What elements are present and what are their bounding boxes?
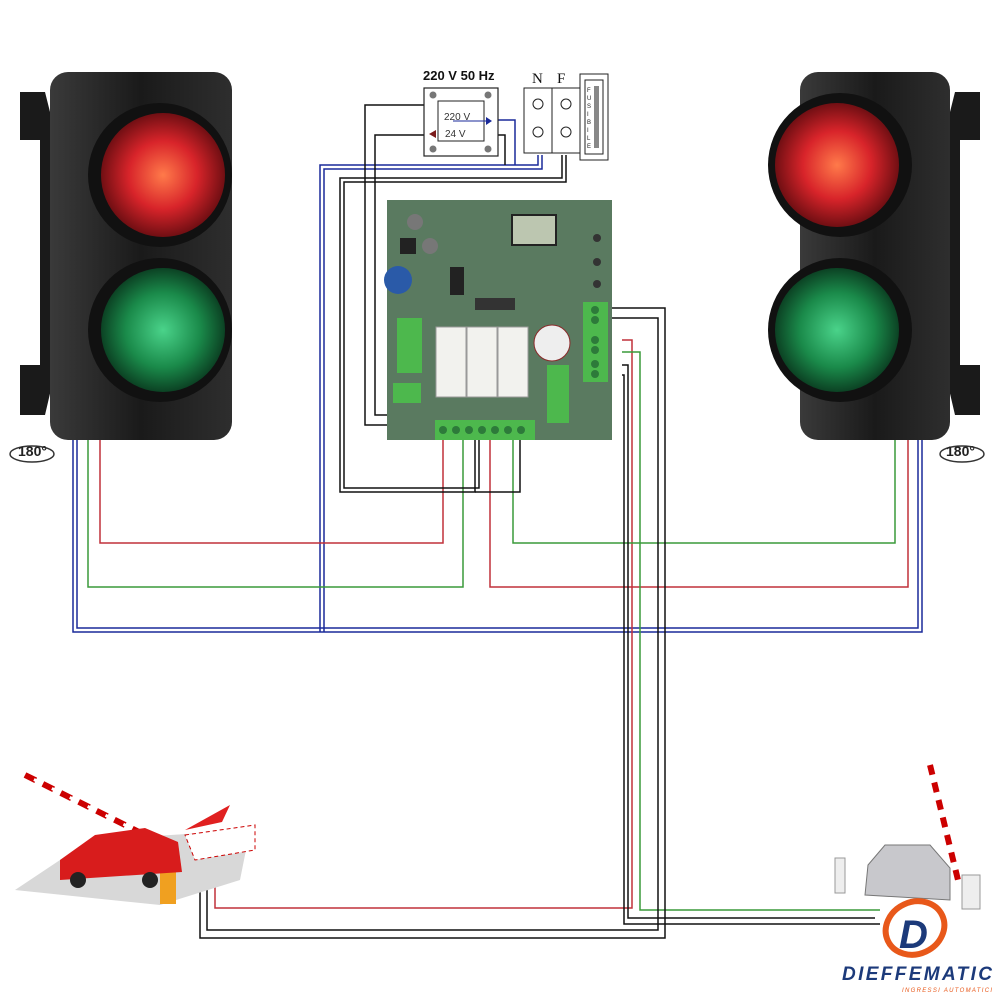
mains-terminals: N F F U S I B I L E	[523, 71, 609, 161]
barrier-right	[834, 764, 981, 910]
fuse-letter: I	[587, 128, 589, 134]
fuse: F U S I B I L E	[579, 73, 609, 161]
car-red	[60, 828, 182, 880]
logo-name: DIEFFEMATIC	[842, 964, 992, 985]
primary-voltage: 220 V	[444, 112, 470, 123]
secondary-voltage: 24 V	[445, 129, 466, 140]
relays	[435, 326, 529, 398]
fuse-letter: U	[587, 96, 591, 102]
logo-mark: D	[899, 913, 928, 957]
wires	[72, 104, 923, 939]
control-board	[384, 200, 612, 440]
blue-wire	[72, 119, 923, 633]
fuse-letter: F	[587, 88, 591, 94]
power-title: 220 V 50 Hz	[423, 68, 495, 83]
transformer: 220 V 50 Hz 220 V 24 V	[423, 68, 499, 157]
logo-tagline: INGRESSI AUTOMATICI	[902, 988, 992, 994]
fuse-letter: L	[587, 136, 591, 142]
rotation-left: 180°	[9, 443, 55, 463]
car-silver	[864, 844, 951, 901]
traffic-light-right	[768, 72, 980, 440]
fuse-letter: S	[587, 104, 591, 110]
rotation-label-right: 180°	[946, 443, 975, 459]
rotation-label-left: 180°	[18, 443, 47, 459]
fuse-letter: B	[587, 120, 591, 126]
black-wire	[199, 104, 880, 939]
traffic-light-left	[20, 72, 232, 440]
neutral-label: N	[532, 71, 543, 87]
fuse-letter: I	[587, 112, 589, 118]
fuse-letter: E	[587, 144, 591, 150]
phase-label: F	[557, 71, 565, 87]
rotation-right: 180°	[939, 443, 985, 463]
barrier-left	[15, 772, 256, 905]
